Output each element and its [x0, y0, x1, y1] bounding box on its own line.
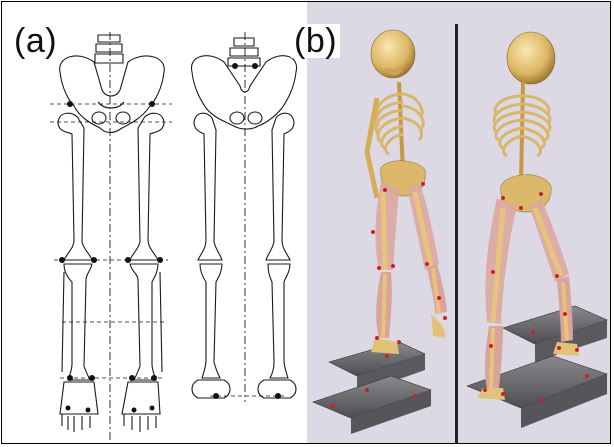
back-right-tibia: [268, 264, 290, 378]
front-vertebrae: [95, 35, 123, 63]
front-right-foot: [122, 382, 160, 432]
back-left-femur: [194, 113, 222, 260]
back-left-foot: [192, 380, 230, 398]
back-right-femur: [266, 113, 294, 260]
panel-a: (a): [2, 2, 307, 443]
front-left-foot: [60, 382, 98, 432]
back-left-tibia: [200, 264, 222, 378]
model-front-oblique: [313, 30, 447, 434]
back-vertebrae: [228, 38, 260, 66]
skeleton-line-drawing: [2, 2, 307, 443]
front-right-femur: [130, 113, 164, 260]
front-left-femur: [58, 113, 92, 260]
skeleton-3d-render: [307, 2, 610, 443]
panel-b: (b): [307, 2, 610, 443]
front-pelvis: [60, 56, 165, 133]
model-back-oblique: [467, 32, 607, 428]
